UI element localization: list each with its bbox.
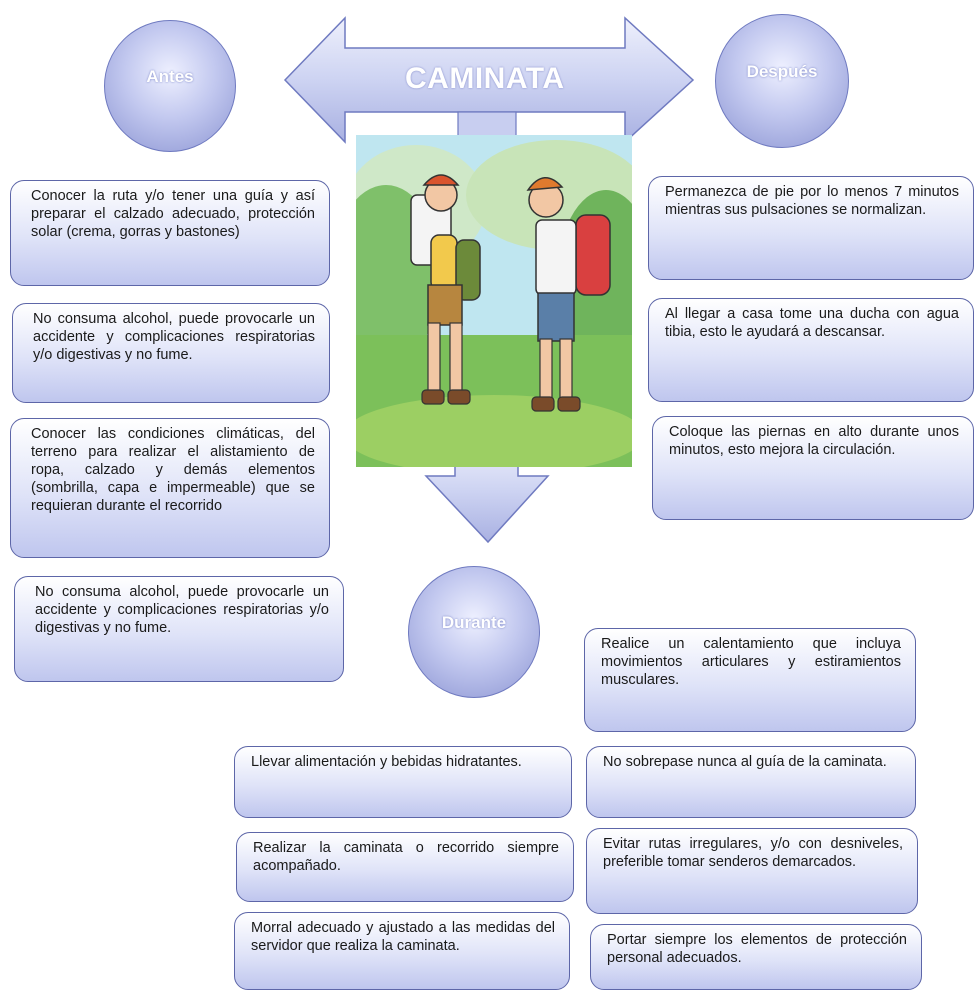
- antes-item-4: No consuma alcohol, puede provocarle un …: [14, 576, 344, 682]
- hikers-illustration: [356, 135, 632, 467]
- durante-right-item-1: Realice un calentamiento que incluya mov…: [584, 628, 916, 732]
- durante-circle: Durante: [408, 566, 540, 698]
- durante-right-item-4: Portar siempre los elementos de protecci…: [590, 924, 922, 990]
- durante-left-item-1: Llevar alimentación y bebidas hidratante…: [234, 746, 572, 818]
- durante-right-item-3: Evitar rutas irregulares, y/o con desniv…: [586, 828, 918, 914]
- antes-item-2: No consuma alcohol, puede provocarle un …: [12, 303, 330, 403]
- durante-label: Durante: [441, 613, 507, 632]
- antes-circle: Antes: [104, 20, 236, 152]
- durante-left-item-2: Realizar la caminata o recorrido siempre…: [236, 832, 574, 902]
- despues-label: Después: [746, 62, 818, 81]
- diagram-title: CAMINATA: [405, 62, 565, 95]
- despues-item-2: Al llegar a casa tome una ducha con agua…: [648, 298, 974, 402]
- antes-item-3: Conocer las condiciones climáticas, del …: [10, 418, 330, 558]
- double-arrow-shape: [283, 16, 695, 144]
- durante-left-item-3: Morral adecuado y ajustado a las medidas…: [234, 912, 570, 990]
- despues-item-1: Permanezca de pie por lo menos 7 minutos…: [648, 176, 974, 280]
- durante-right-item-2: No sobrepase nunca al guía de la caminat…: [586, 746, 916, 818]
- antes-item-1: Conocer la ruta y/o tener una guía y así…: [10, 180, 330, 286]
- despues-item-3: Coloque las piernas en alto durante unos…: [652, 416, 974, 520]
- antes-label: Antes: [146, 67, 194, 86]
- despues-circle: Después: [715, 14, 849, 148]
